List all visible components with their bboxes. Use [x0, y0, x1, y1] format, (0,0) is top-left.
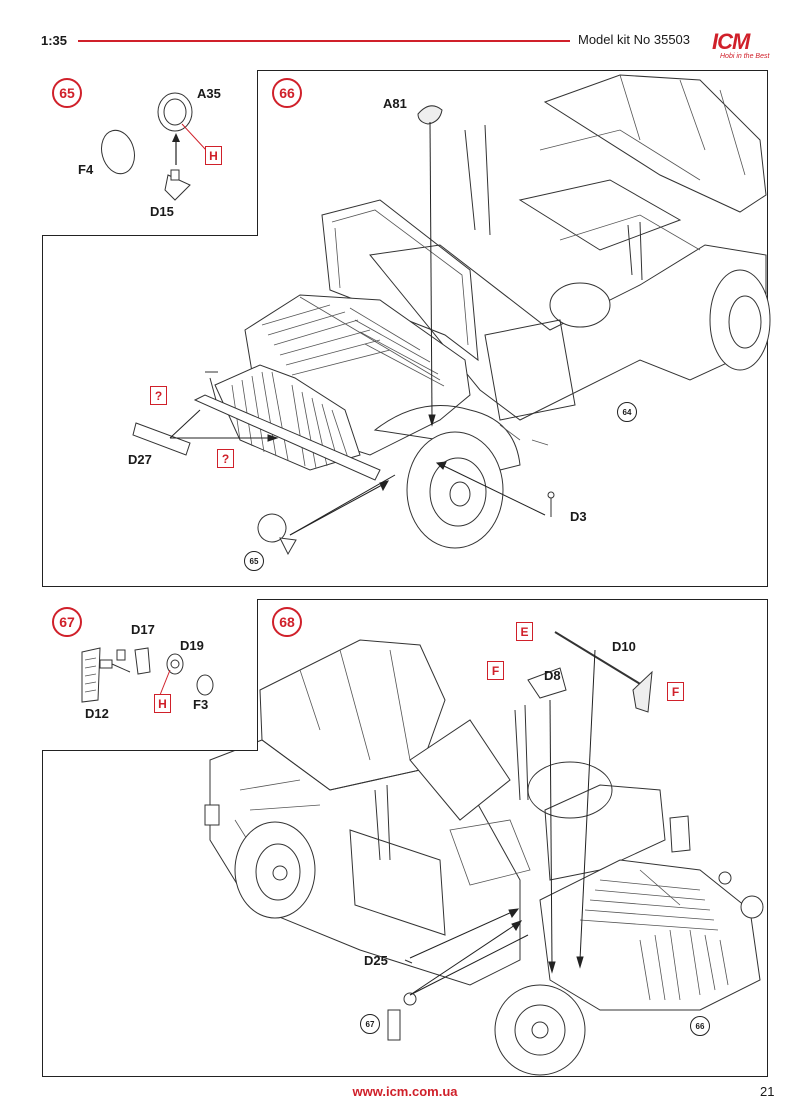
panel-bottom	[42, 599, 768, 1077]
step-number-65: 65	[52, 78, 82, 108]
step-number-68: 68	[272, 607, 302, 637]
part-label-a35: A35	[197, 86, 221, 101]
part-label-a81: A81	[383, 96, 407, 111]
color-tag-f-2: F	[667, 682, 684, 701]
ref-step-65: 65	[244, 551, 264, 571]
part-label-d17: D17	[131, 622, 155, 637]
part-label-d12: D12	[85, 706, 109, 721]
part-label-d27: D27	[128, 452, 152, 467]
part-label-d10: D10	[612, 639, 636, 654]
scale-label: 1:35	[41, 33, 68, 48]
page-number: 21	[760, 1084, 775, 1099]
part-label-d25: D25	[364, 953, 388, 968]
step-number-66: 66	[272, 78, 302, 108]
ref-step-64: 64	[617, 402, 637, 422]
color-tag-unknown-2: ?	[217, 449, 234, 468]
ref-step-67: 67	[360, 1014, 380, 1034]
color-tag-e: E	[516, 622, 533, 641]
color-tag-h: H	[205, 146, 222, 165]
color-tag-unknown-1: ?	[150, 386, 167, 405]
color-tag-h: H	[154, 694, 171, 713]
part-label-d8: D8	[544, 668, 561, 683]
icm-logo: ICM Hobi in the Best	[712, 29, 770, 60]
part-label-d15: D15	[150, 204, 174, 219]
part-label-f4: F4	[78, 162, 94, 177]
header-rule	[78, 40, 570, 42]
color-tag-f-1: F	[487, 661, 504, 680]
website-link[interactable]: www.icm.com.ua	[352, 1084, 458, 1099]
ref-step-66: 66	[690, 1016, 710, 1036]
kit-number: Model kit No 35503	[578, 32, 691, 47]
step-number-67: 67	[52, 607, 82, 637]
part-label-d19: D19	[180, 638, 204, 653]
part-label-d3: D3	[570, 509, 587, 524]
part-label-f3: F3	[193, 697, 209, 712]
